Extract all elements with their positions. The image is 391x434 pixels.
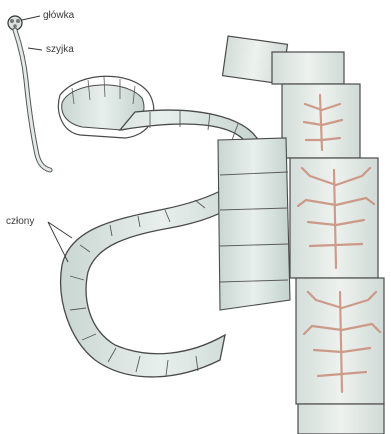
head-label: główka <box>43 10 74 22</box>
proglottid-band-loop <box>58 76 153 138</box>
segments-label: człony <box>6 216 34 228</box>
neck-label: szyjka <box>46 44 74 56</box>
mature-proglottids-column <box>218 36 384 434</box>
